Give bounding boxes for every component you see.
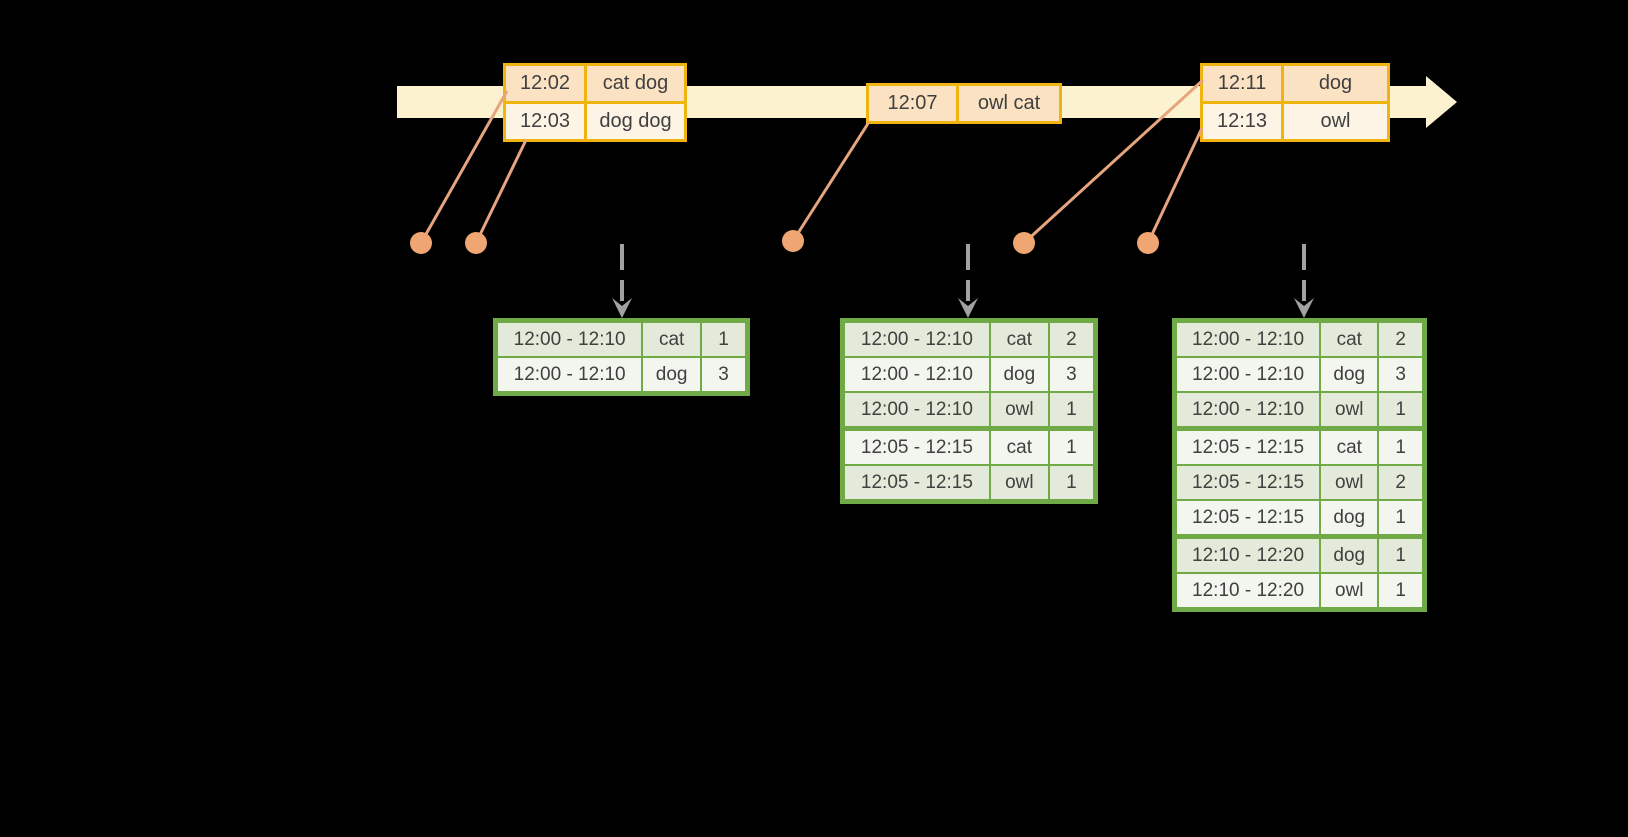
key-cell: owl — [1321, 574, 1378, 607]
event-value: cat dog — [587, 66, 684, 101]
event-time: 12:13 — [1203, 104, 1281, 139]
window-cell: 12:05 - 12:15 — [1177, 431, 1320, 464]
result-table-2: 12:00 - 12:10 cat 2 12:00 - 12:10 dog 3 … — [840, 318, 1098, 504]
table-row: 12:00 - 12:10 owl 1 — [1177, 393, 1422, 426]
window-cell: 12:05 - 12:15 — [845, 431, 989, 464]
count-cell: 1 — [1049, 393, 1093, 426]
event-box-3: 12:11 dog 12:13 owl — [1200, 63, 1390, 142]
table-row: 12:05 - 12:15 cat 1 — [845, 431, 1093, 464]
count-cell: 1 — [1049, 466, 1093, 499]
window-cell: 12:00 - 12:10 — [498, 358, 642, 391]
key-cell: owl — [990, 393, 1048, 426]
window-cell: 12:00 - 12:10 — [1177, 358, 1320, 391]
timeline-arrowhead-icon — [1426, 76, 1457, 128]
event-dot-icon — [782, 230, 804, 252]
table-row: 12:00 - 12:10 dog 3 — [845, 358, 1093, 391]
event-row: 12:11 dog — [1203, 66, 1387, 101]
emit-arrowhead-icon — [1294, 298, 1314, 318]
window-cell: 12:10 - 12:20 — [1177, 539, 1320, 572]
count-cell: 3 — [1049, 358, 1093, 391]
count-cell: 1 — [1379, 574, 1422, 607]
key-cell: owl — [1321, 466, 1378, 499]
table-row: 12:05 - 12:15 owl 1 — [845, 466, 1093, 499]
event-row: 12:13 owl — [1203, 104, 1387, 139]
event-row: 12:03 dog dog — [506, 104, 684, 139]
event-time: 12:03 — [506, 104, 584, 139]
event-dot-icon — [1013, 232, 1035, 254]
event-time: 12:11 — [1203, 66, 1281, 101]
count-cell: 1 — [1379, 501, 1422, 534]
table-row: 12:00 - 12:10 cat 2 — [1177, 323, 1422, 356]
event-dot-icon — [1137, 232, 1159, 254]
table-row: 12:05 - 12:15 cat 1 — [1177, 431, 1422, 464]
event-box-1: 12:02 cat dog 12:03 dog dog — [503, 63, 687, 142]
count-cell: 1 — [702, 323, 745, 356]
key-cell: cat — [990, 323, 1048, 356]
event-value: dog dog — [587, 104, 684, 139]
table-row: 12:00 - 12:10 cat 1 — [498, 323, 745, 356]
table-row: 12:00 - 12:10 owl 1 — [845, 393, 1093, 426]
table-row: 12:00 - 12:10 dog 3 — [1177, 358, 1422, 391]
count-cell: 1 — [1379, 539, 1422, 572]
table-row: 12:05 - 12:15 dog 1 — [1177, 501, 1422, 534]
event-box-2: 12:07 owl cat — [866, 83, 1062, 124]
key-cell: cat — [643, 323, 701, 356]
window-cell: 12:00 - 12:10 — [845, 358, 989, 391]
event-time: 12:02 — [506, 66, 584, 101]
table-row: 12:05 - 12:15 owl 2 — [1177, 466, 1422, 499]
table-row: 12:10 - 12:20 dog 1 — [1177, 539, 1422, 572]
count-cell: 2 — [1379, 466, 1422, 499]
event-dot-icon — [410, 232, 432, 254]
event-row: 12:07 owl cat — [869, 86, 1059, 121]
key-cell: dog — [1321, 358, 1378, 391]
window-cell: 12:00 - 12:10 — [1177, 393, 1320, 426]
connector-line — [474, 139, 528, 244]
emit-arrowhead-icon — [612, 298, 632, 318]
table-row: 12:10 - 12:20 owl 1 — [1177, 574, 1422, 607]
key-cell: dog — [643, 358, 701, 391]
count-cell: 3 — [1379, 358, 1422, 391]
key-cell: dog — [990, 358, 1048, 391]
event-dot-icon — [465, 232, 487, 254]
event-value: dog — [1284, 66, 1387, 101]
table-row: 12:00 - 12:10 cat 2 — [845, 323, 1093, 356]
key-cell: dog — [1321, 501, 1378, 534]
table-row: 12:00 - 12:10 dog 3 — [498, 358, 745, 391]
key-cell: owl — [990, 466, 1048, 499]
connector-line — [1146, 127, 1204, 244]
count-cell: 3 — [702, 358, 745, 391]
count-cell: 1 — [1379, 393, 1422, 426]
window-cell: 12:00 - 12:10 — [1177, 323, 1320, 356]
window-cell: 12:10 - 12:20 — [1177, 574, 1320, 607]
emit-arrowhead-icon — [958, 298, 978, 318]
event-value: owl cat — [959, 86, 1059, 121]
event-row: 12:02 cat dog — [506, 66, 684, 101]
connector-line — [791, 121, 871, 242]
window-cell: 12:00 - 12:10 — [845, 323, 989, 356]
event-time: 12:07 — [869, 86, 956, 121]
key-cell: dog — [1321, 539, 1378, 572]
result-table-3: 12:00 - 12:10 cat 2 12:00 - 12:10 dog 3 … — [1172, 318, 1427, 612]
count-cell: 2 — [1379, 323, 1422, 356]
window-cell: 12:00 - 12:10 — [845, 393, 989, 426]
key-cell: cat — [1321, 323, 1378, 356]
key-cell: owl — [1321, 393, 1378, 426]
event-value: owl — [1284, 104, 1387, 139]
count-cell: 1 — [1049, 431, 1093, 464]
window-cell: 12:05 - 12:15 — [845, 466, 989, 499]
result-table-1: 12:00 - 12:10 cat 1 12:00 - 12:10 dog 3 — [493, 318, 750, 396]
key-cell: cat — [990, 431, 1048, 464]
key-cell: cat — [1321, 431, 1378, 464]
window-cell: 12:05 - 12:15 — [1177, 501, 1320, 534]
window-cell: 12:05 - 12:15 — [1177, 466, 1320, 499]
window-cell: 12:00 - 12:10 — [498, 323, 642, 356]
count-cell: 1 — [1379, 431, 1422, 464]
count-cell: 2 — [1049, 323, 1093, 356]
